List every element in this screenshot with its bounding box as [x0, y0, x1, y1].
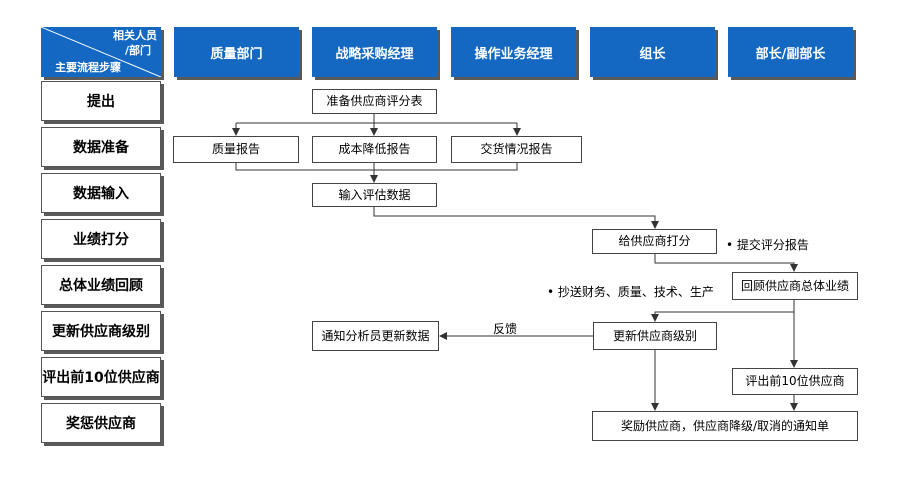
box-top10: 评出前10位供应商 — [732, 368, 858, 395]
box-notify-analyst: 通知分析员更新数据 — [312, 321, 439, 351]
box-review-performance: 回顾供应商总体业绩 — [732, 272, 858, 300]
header-operations-manager: 操作业务经理 — [451, 27, 576, 77]
box-reward-notice: 奖励供应商，供应商降级/取消的通知单 — [592, 411, 858, 441]
note-submit-report: • 提交评分报告 — [726, 238, 809, 252]
corner-label-steps: 主要流程步骤 — [55, 61, 121, 74]
box-score-supplier: 给供应商打分 — [592, 229, 717, 254]
connector-form-to-reports — [236, 114, 517, 124]
box-input-data: 输入评估数据 — [312, 183, 437, 207]
step-propose: 提出 — [41, 81, 161, 121]
step-top10: 评出前10位供应商 — [41, 357, 161, 397]
corner-header: 相关人员 /部门 主要流程步骤 — [41, 27, 161, 77]
step-overall-review: 总体业绩回顾 — [41, 265, 161, 305]
arrow-to-review — [654, 254, 798, 272]
box-quality-report: 质量报告 — [173, 136, 299, 163]
corner-diagonal — [41, 27, 161, 77]
step-reward-punish: 奖惩供应商 — [41, 403, 161, 443]
note-cc-departments: • 抄送财务、质量、技术、生产 — [547, 285, 714, 299]
corner-label-personnel: 相关人员 — [113, 29, 157, 42]
header-strategic-purchasing: 战略采购经理 — [312, 27, 437, 77]
step-scoring: 业绩打分 — [41, 219, 161, 259]
arrow-review-to-update — [651, 300, 795, 322]
header-minister: 部长/副部长 — [728, 27, 853, 77]
box-cost-report: 成本降低报告 — [312, 136, 437, 163]
header-team-leader: 组长 — [590, 27, 715, 77]
box-prepare-form: 准备供应商评分表 — [312, 89, 437, 114]
box-delivery-report: 交货情况报告 — [451, 136, 582, 163]
step-data-prep: 数据准备 — [41, 127, 161, 167]
step-data-input: 数据输入 — [41, 173, 161, 213]
arrow-to-score-supplier — [373, 207, 659, 229]
header-quality-dept: 质量部门 — [174, 27, 299, 77]
box-update-level: 更新供应商级别 — [593, 322, 717, 350]
connector-reports-merge — [235, 163, 518, 171]
step-update-level: 更新供应商级别 — [41, 311, 161, 351]
note-feedback: 反馈 — [493, 322, 518, 336]
corner-label-department: /部门 — [124, 44, 151, 57]
